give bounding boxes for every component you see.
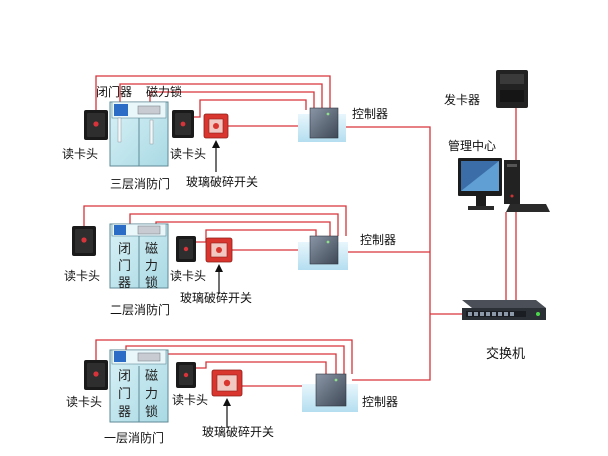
fire-door-f1: [109, 349, 169, 423]
label-lock-f1: 磁 力 锁: [145, 369, 162, 420]
wire-f1-outer: [95, 339, 353, 374]
wire-f2-2: [129, 213, 339, 236]
controller-f2: [298, 235, 348, 270]
label-closer-f1: 闭 门 器: [118, 369, 135, 420]
wire-f3-3: [149, 91, 315, 110]
reader-left-f3: [84, 110, 108, 140]
label-glass-switch-f1: 玻璃破碎开关: [202, 424, 274, 439]
lock-f2-char-1: 磁: [145, 242, 158, 257]
glass-break-switch-f1: [211, 369, 243, 397]
fire-door-f3: [109, 101, 169, 167]
arrow-f3: [212, 140, 220, 172]
label-reader-left-f1: 读卡头: [66, 395, 102, 409]
lock-f1-char-3: 锁: [145, 404, 158, 420]
wire-f3-outer: [95, 75, 331, 124]
wire-f1-2: [125, 345, 345, 374]
network-switch-device: [462, 300, 546, 320]
closer-f2-char-1: 闭: [118, 242, 131, 257]
wire-f1-4: [194, 361, 327, 376]
wire-f3-4: [182, 99, 307, 118]
reader-right-f3: [172, 110, 194, 138]
wire-ctrl3-to-bus: [342, 126, 431, 381]
wire-f2-outer: [83, 205, 347, 240]
floor-3: [84, 101, 346, 172]
card-issuer-device: [496, 70, 528, 108]
label-glass-switch-f2: 玻璃破碎开关: [180, 290, 252, 305]
reader-left-f1: [84, 360, 108, 390]
label-door-f1: 一层消防门: [104, 430, 164, 445]
label-reader-left-f3: 读卡头: [62, 147, 98, 161]
label-door-f2: 二层消防门: [110, 302, 170, 317]
label-lock-f3: 磁力锁: [146, 84, 182, 99]
glass-break-switch-f2: [205, 237, 233, 263]
floor-1: [84, 349, 358, 428]
wire-f2-4: [190, 229, 317, 243]
glass-break-switch-f3: [203, 113, 229, 139]
wire-f3-2: [119, 83, 323, 110]
label-management-center: 管理中心: [448, 138, 496, 153]
reader-left-f2: [72, 226, 96, 256]
closer-f1-char-3: 器: [118, 405, 131, 420]
closer-f1-char-2: 门: [118, 387, 131, 402]
label-reader-left-f2: 读卡头: [64, 269, 100, 283]
label-lock-f2: 磁 力 锁: [145, 242, 162, 291]
fire-door-f2: [109, 223, 169, 289]
wire-f2-3: [155, 221, 331, 236]
floor-2: [72, 223, 348, 294]
label-network-switch: 交换机: [486, 346, 525, 362]
wiring: [83, 75, 517, 387]
closer-f2-char-2: 门: [118, 259, 131, 274]
label-glass-switch-f3: 玻璃破碎开关: [186, 174, 258, 189]
label-reader-right-f1: 读卡头: [172, 393, 208, 407]
label-reader-right-f2: 读卡头: [170, 269, 206, 283]
management-pc: [458, 158, 550, 212]
lock-f1-char-1: 磁: [145, 369, 158, 384]
reader-right-f1: [176, 362, 196, 388]
arrow-f1: [223, 398, 231, 428]
label-closer-f2: 闭 门 器: [118, 242, 135, 291]
closer-f2-char-3: 器: [118, 276, 131, 291]
closer-f1-char-1: 闭: [118, 369, 131, 384]
label-controller-f2: 控制器: [360, 233, 396, 247]
label-controller-f3: 控制器: [352, 107, 388, 121]
label-reader-right-f3: 读卡头: [170, 147, 206, 161]
controller-f1: [302, 373, 358, 412]
label-closer-f3: 闭门器: [96, 84, 132, 99]
controller-f3: [298, 107, 346, 142]
label-card-issuer: 发卡器: [444, 92, 480, 107]
arrow-f2: [215, 264, 223, 294]
label-door-f3: 三层消防门: [110, 176, 170, 191]
label-controller-f1: 控制器: [362, 395, 398, 409]
lock-f2-char-2: 力: [145, 259, 158, 274]
lock-f1-char-2: 力: [145, 387, 158, 402]
reader-right-f2: [176, 236, 196, 262]
lock-f2-char-3: 锁: [145, 275, 158, 291]
